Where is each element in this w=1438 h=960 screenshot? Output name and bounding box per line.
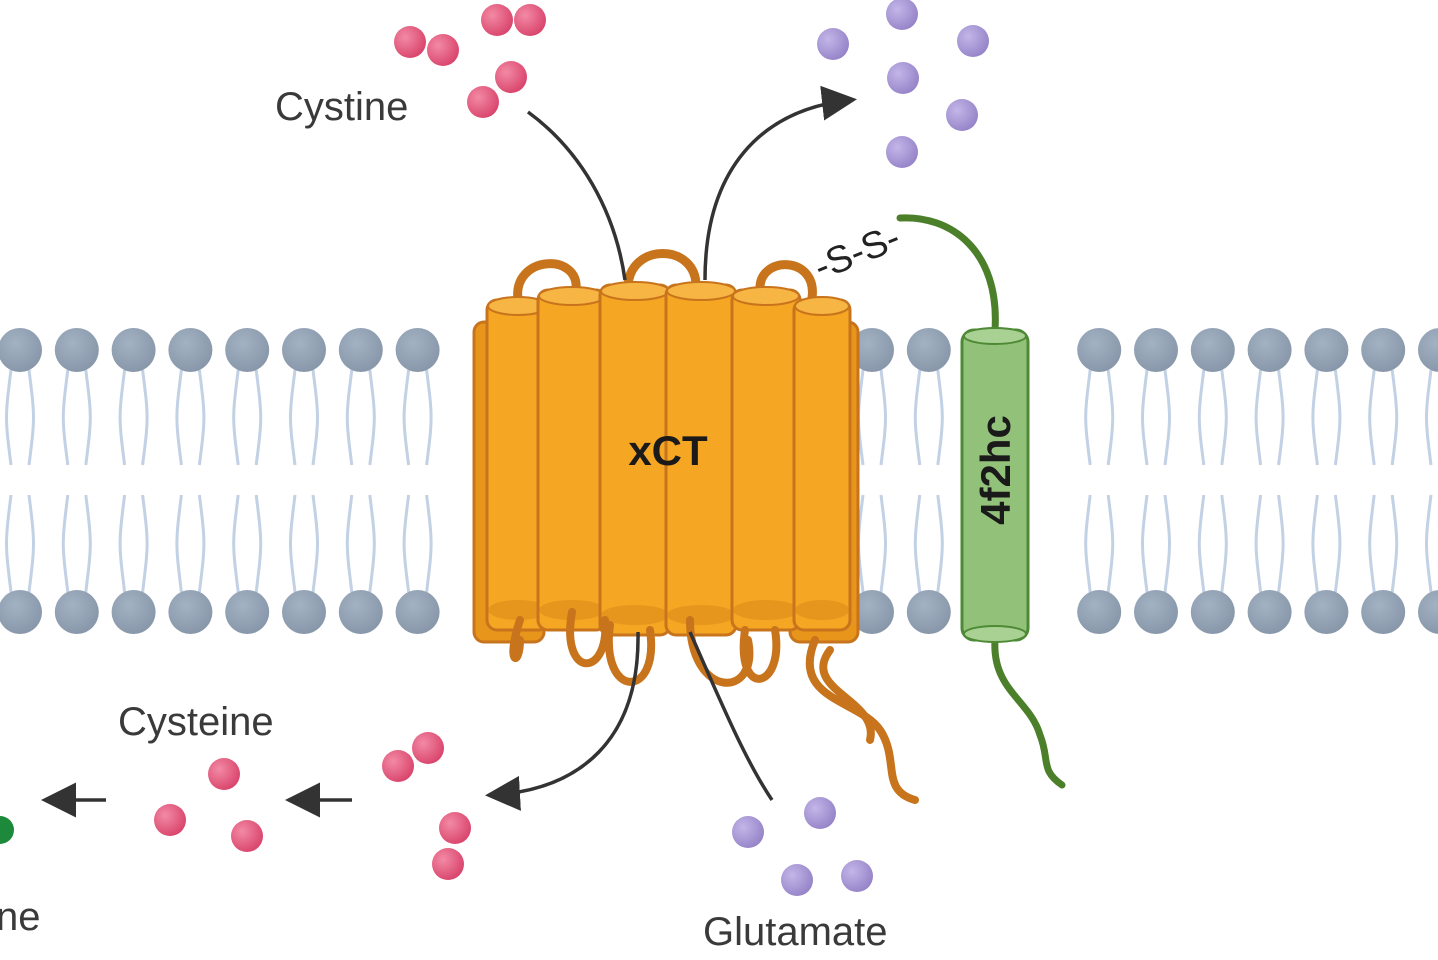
xct-label: xCT bbox=[628, 427, 708, 474]
cystine-molecules-intracellular bbox=[382, 732, 471, 880]
truncated-label: ne bbox=[0, 895, 41, 939]
green-molecule-partial bbox=[0, 816, 14, 844]
xct-helix bbox=[730, 286, 802, 632]
xct-helices bbox=[485, 281, 852, 637]
glutamate-molecules-intracellular bbox=[732, 797, 873, 896]
xct-helix bbox=[598, 281, 672, 637]
xct-bottom-loops bbox=[509, 608, 919, 804]
lipid-tails bbox=[5, 369, 1433, 593]
xct-top-loops bbox=[513, 249, 817, 305]
xct-helix bbox=[664, 281, 738, 637]
cystine-release-arrow bbox=[485, 631, 640, 811]
lipid-heads-top bbox=[0, 328, 1438, 372]
cell-membrane bbox=[0, 328, 1438, 634]
disulfide-bond-label: -S-S- bbox=[808, 217, 906, 289]
cystine-influx-line bbox=[526, 110, 627, 281]
glutamate-efflux-arrow bbox=[703, 85, 857, 281]
heavy-chain-4f2hc: 4f2hc bbox=[896, 214, 1066, 789]
cysteine-label: Cysteine bbox=[118, 700, 274, 744]
transport-arrows bbox=[41, 85, 857, 818]
4f2hc-intracellular-tail bbox=[991, 636, 1066, 789]
cystine-label: Cystine bbox=[275, 85, 408, 129]
xct-transporter: xCT bbox=[472, 249, 919, 804]
cystine-molecules-extracellular bbox=[394, 4, 546, 118]
lipid-heads-bottom bbox=[0, 590, 1438, 634]
4f2hc-extracellular-tail bbox=[896, 214, 999, 334]
xct-helix bbox=[536, 286, 608, 632]
xct-helix bbox=[792, 296, 852, 632]
glutamate-uptake-line bbox=[688, 631, 774, 801]
cysteine-molecules bbox=[154, 758, 263, 852]
4f2hc-label: 4f2hc bbox=[972, 415, 1019, 525]
glutamate-molecules-extracellular bbox=[817, 0, 989, 168]
glutamate-label: Glutamate bbox=[703, 910, 888, 954]
